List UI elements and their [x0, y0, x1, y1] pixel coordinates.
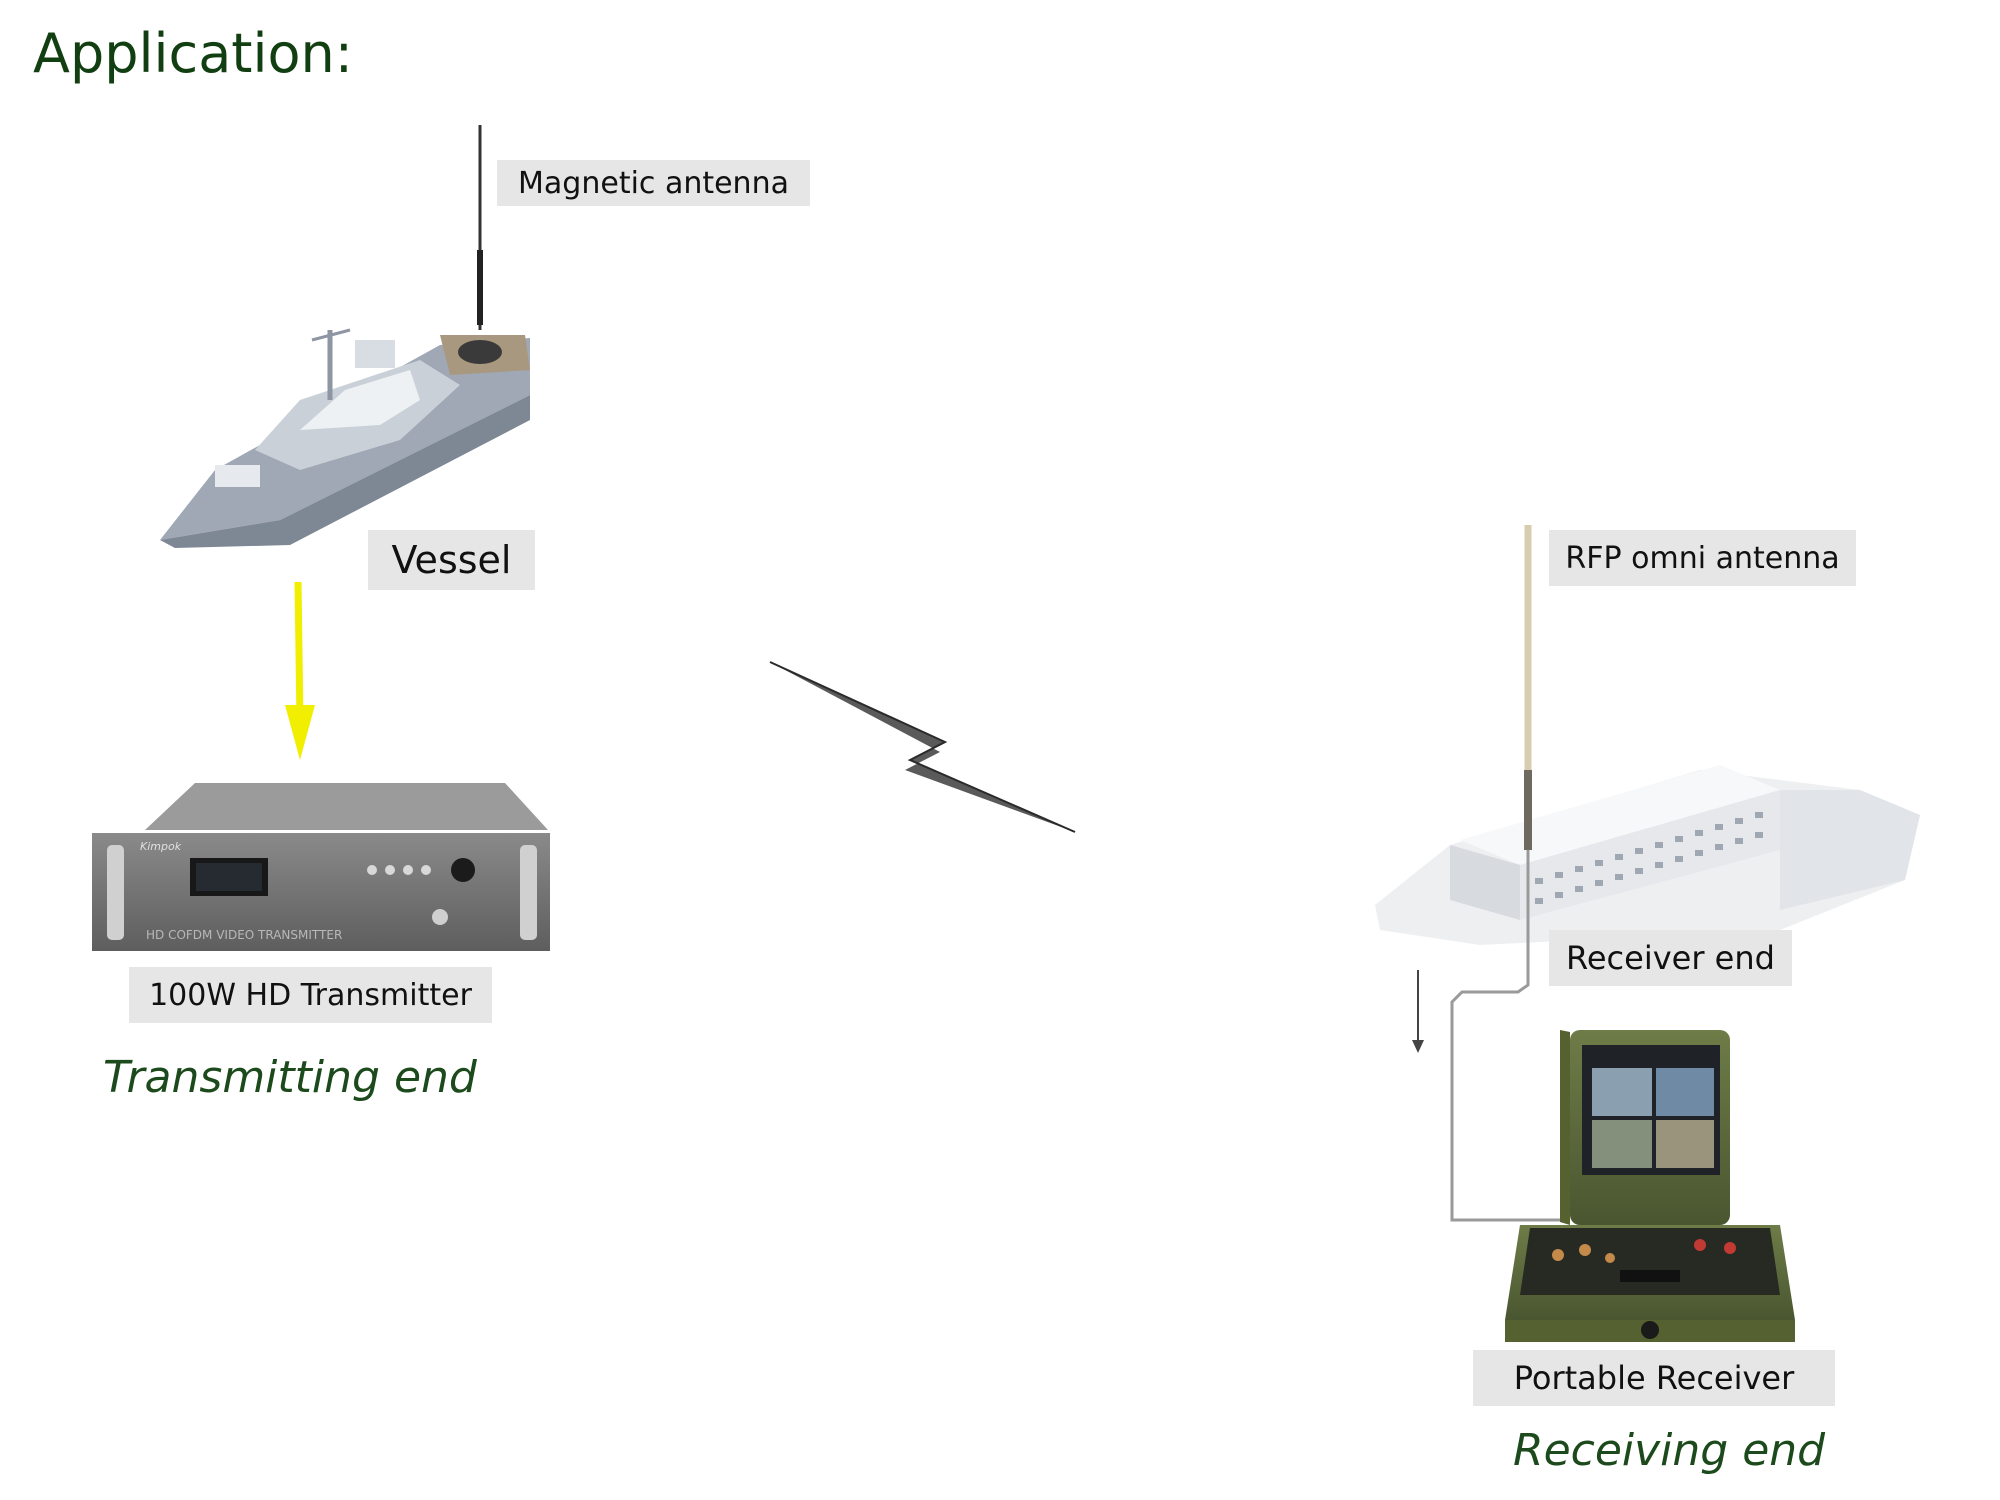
yellow-down-arrow-icon — [285, 581, 315, 760]
receiving-end-title: Receiving end — [1513, 1425, 1826, 1476]
panel-text: HD COFDM VIDEO TRANSMITTER — [146, 928, 342, 942]
lightning-icon — [769, 661, 1076, 833]
brand-text: Kimpok — [140, 840, 182, 853]
magnetic-antenna-icon — [458, 125, 502, 355]
ship-icon — [160, 328, 530, 548]
transmitter-label: 100W HD Transmitter — [129, 967, 492, 1023]
portable-receiver-label: Portable Receiver — [1473, 1350, 1835, 1406]
omni-antenna-icon — [1450, 525, 1560, 1222]
rack-transmitter-icon: Kimpok HD COFDM VIDEO TRANSMITTER — [92, 783, 550, 951]
building-icon — [1375, 765, 1920, 945]
rugged-case-icon — [1505, 1030, 1795, 1342]
down-arrow-icon — [1412, 970, 1424, 1053]
receiver-end-label: Receiver end — [1549, 930, 1792, 986]
vessel-label: Vessel — [368, 530, 535, 590]
page-title: Application: — [33, 22, 353, 85]
rfp-antenna-label: RFP omni antenna — [1549, 530, 1856, 586]
transmitting-end-title: Transmitting end — [103, 1052, 477, 1103]
magnetic-antenna-label: Magnetic antenna — [497, 160, 810, 206]
